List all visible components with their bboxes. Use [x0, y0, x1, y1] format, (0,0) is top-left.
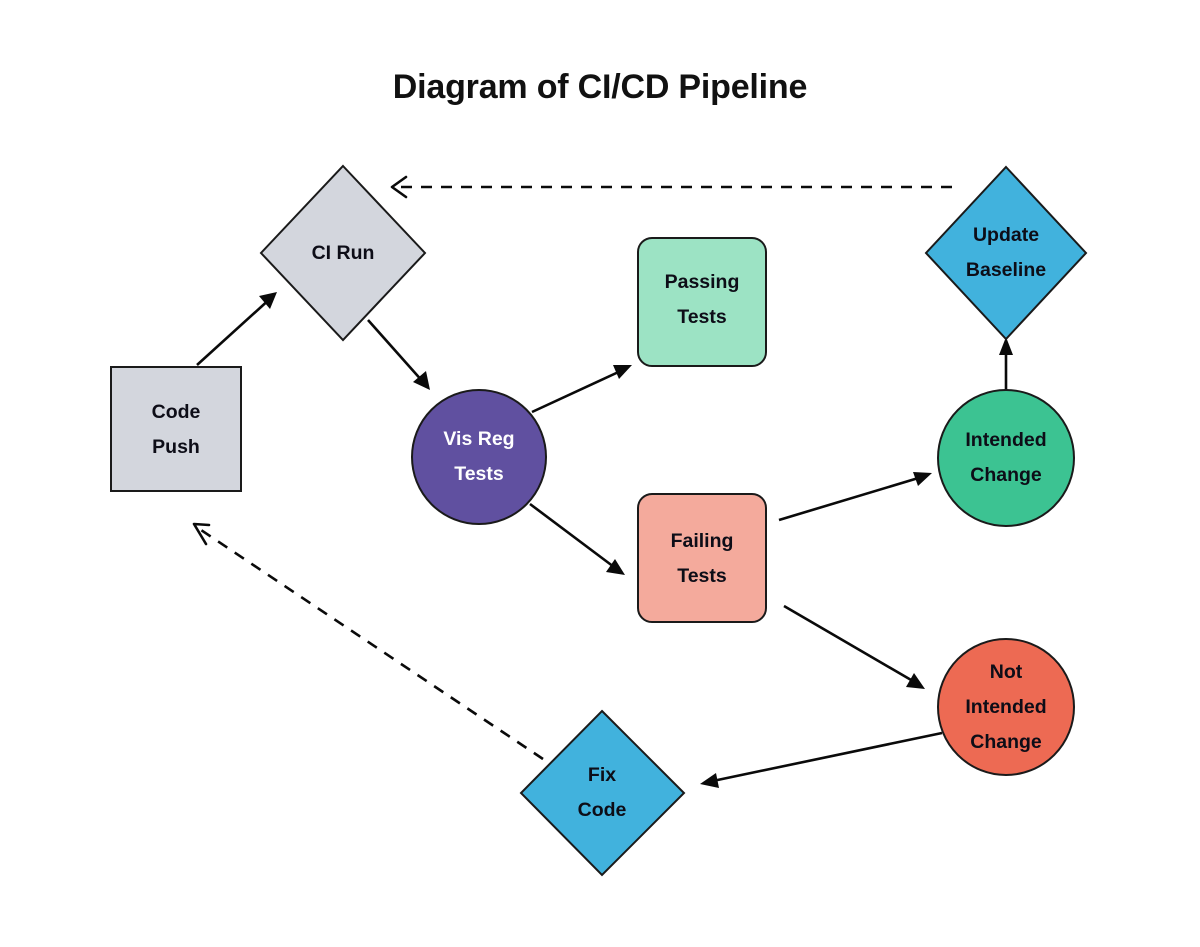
node-not-intended-change[interactable]: Not Intended Change	[937, 638, 1075, 776]
fix-code-label-line-1: Fix	[588, 764, 616, 786]
not-intended-change-label-line-2: Intended	[965, 696, 1046, 718]
passing-tests-label-line-1: Passing	[665, 271, 740, 293]
edge-intended-change-to-update-baseline	[999, 337, 1013, 391]
node-fix-code[interactable]: Fix Code	[519, 709, 686, 877]
edge-update-baseline-to-ci-run	[390, 175, 952, 199]
edge-vis-reg-tests-to-passing-tests	[531, 365, 632, 414]
ci-run-shape[interactable]	[259, 164, 427, 342]
update-baseline-shape[interactable]	[924, 165, 1088, 341]
node-update-baseline[interactable]: Update Baseline	[924, 165, 1088, 341]
edge-vis-reg-tests-to-failing-tests	[529, 502, 625, 575]
code-push-label-line-2: Push	[152, 436, 200, 458]
edge-failing-tests-to-intended-change	[778, 472, 932, 522]
code-push-shape[interactable]	[110, 366, 242, 492]
update-baseline-label-line-1: Update	[973, 224, 1039, 246]
failing-tests-label-line-1: Failing	[671, 530, 734, 552]
passing-tests-label-line-2: Tests	[677, 306, 727, 328]
node-passing-tests[interactable]: Passing Tests	[637, 237, 767, 367]
edge-code-push-to-ci-run	[196, 292, 277, 366]
edges-layer	[192, 175, 1013, 788]
vis-reg-tests-label-line-2: Tests	[454, 463, 504, 485]
code-push-label-line-1: Code	[152, 401, 201, 423]
vis-reg-tests-shape[interactable]	[411, 389, 547, 525]
edge-failing-tests-to-not-intended-change	[783, 604, 925, 689]
node-vis-reg-tests[interactable]: Vis Reg Tests	[411, 389, 547, 525]
nodes-layer: Code Push CI Run Vis Reg Tests Passing T…	[110, 164, 1088, 877]
node-failing-tests[interactable]: Failing Tests	[637, 493, 767, 623]
node-code-push[interactable]: Code Push	[110, 366, 242, 492]
update-baseline-label-line-2: Baseline	[966, 259, 1046, 281]
edge-fix-code-to-code-push	[192, 522, 544, 761]
ci-run-label-line-1: CI Run	[312, 242, 375, 264]
failing-tests-label-line-2: Tests	[677, 565, 727, 587]
passing-tests-shape[interactable]	[637, 237, 767, 367]
not-intended-change-label-line-1: Not	[990, 661, 1023, 683]
node-ci-run[interactable]: CI Run	[259, 164, 427, 342]
node-intended-change[interactable]: Intended Change	[937, 389, 1075, 527]
failing-tests-shape[interactable]	[637, 493, 767, 623]
fix-code-shape[interactable]	[519, 709, 686, 877]
vis-reg-tests-label-line-1: Vis Reg	[443, 428, 514, 450]
fix-code-label-line-2: Code	[578, 799, 627, 821]
page-title: Diagram of CI/CD Pipeline	[392, 68, 808, 106]
edge-ci-run-to-vis-reg-tests	[367, 319, 430, 390]
intended-change-label-line-1: Intended	[965, 429, 1046, 451]
not-intended-change-shape[interactable]	[937, 638, 1075, 776]
edge-not-intended-change-to-fix-code	[700, 731, 943, 788]
intended-change-label-line-2: Change	[970, 464, 1042, 486]
intended-change-shape[interactable]	[937, 389, 1075, 527]
not-intended-change-label-line-3: Change	[970, 731, 1042, 753]
